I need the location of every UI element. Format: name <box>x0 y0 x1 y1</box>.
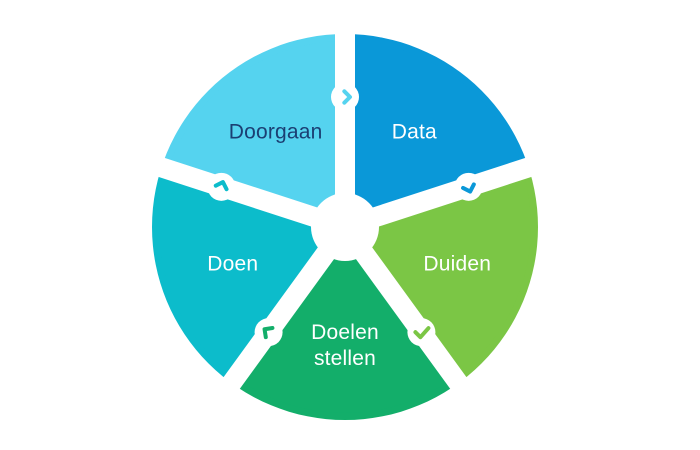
label-line: Doelen <box>311 321 379 344</box>
connector-badge <box>207 172 236 201</box>
label-line: Doen <box>207 252 258 275</box>
label-doelen-stellen: Doelen stellen <box>311 321 379 370</box>
label-data: Data <box>392 121 437 144</box>
chevron-up-icon <box>342 89 352 105</box>
connector-data-duiden <box>454 172 483 201</box>
chevron-up-left-icon <box>213 180 229 192</box>
label-line: stellen <box>314 347 376 370</box>
connector-badge <box>454 172 483 201</box>
checkmark-icon <box>413 326 431 340</box>
label-line: Doorgaan <box>229 121 323 144</box>
connector-badge <box>254 318 283 347</box>
connector-doen-doorgaan <box>207 172 236 201</box>
chevron-right-icon <box>461 182 476 194</box>
connector-doorgaan-data <box>331 83 359 111</box>
connector-duiden-doelen-stellen <box>407 318 436 347</box>
connector-badge <box>331 83 359 111</box>
center-hub <box>311 193 379 261</box>
segment-doelen-stellen <box>224 220 466 427</box>
label-line: Data <box>392 121 437 144</box>
chevron-down-left-icon <box>262 325 275 340</box>
label-doen: Doen <box>207 252 258 275</box>
label-duiden: Duiden <box>423 252 491 275</box>
connector-badge <box>407 318 436 347</box>
label-line: Duiden <box>423 252 491 275</box>
connector-doelen-stellen-doen <box>254 318 283 347</box>
label-doorgaan: Doorgaan <box>229 121 323 144</box>
